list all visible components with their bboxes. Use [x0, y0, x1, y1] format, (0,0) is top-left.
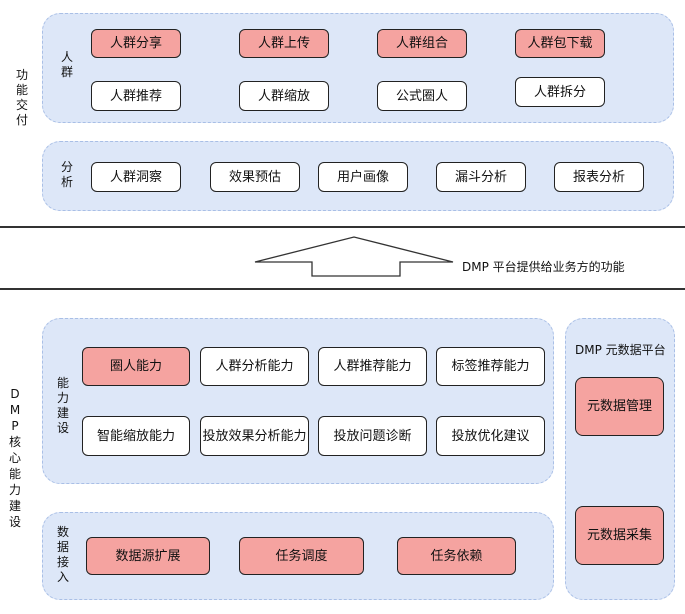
- crowd-share-button[interactable]: 人群分享: [91, 29, 181, 58]
- tag-recommend-capability-button[interactable]: 标签推荐能力: [436, 347, 545, 386]
- up-arrow-icon: [254, 236, 454, 277]
- crowd-analysis-capability-button[interactable]: 人群分析能力: [200, 347, 309, 386]
- formula-circle-button[interactable]: 公式圈人: [377, 81, 467, 111]
- data-ingest-panel-label: 数据接入: [56, 525, 69, 584]
- arrow-caption: DMP 平台提供给业务方的功能: [462, 260, 625, 274]
- task-scheduling-button[interactable]: 任务调度: [239, 537, 364, 575]
- smart-scale-capability-button[interactable]: 智能缩放能力: [82, 416, 190, 456]
- datasource-extension-button[interactable]: 数据源扩展: [86, 537, 210, 575]
- crowd-split-button[interactable]: 人群拆分: [515, 77, 605, 107]
- delivery-effect-analysis-button[interactable]: 投放效果分析能力: [200, 416, 309, 456]
- crowd-scale-button[interactable]: 人群缩放: [239, 81, 329, 111]
- delivery-issue-diagnosis-button[interactable]: 投放问题诊断: [318, 416, 427, 456]
- delivery-optimization-button[interactable]: 投放优化建议: [436, 416, 545, 456]
- effect-estimate-button[interactable]: 效果预估: [210, 162, 300, 192]
- metadata-platform-title: DMP 元数据平台: [575, 343, 666, 357]
- circle-people-capability-button[interactable]: 圈人能力: [82, 347, 190, 386]
- crowd-recommend-button[interactable]: 人群推荐: [91, 81, 181, 111]
- divider-top: [0, 226, 685, 228]
- side-label-function-delivery: 功能交付: [15, 68, 28, 127]
- funnel-analysis-button[interactable]: 漏斗分析: [436, 162, 526, 192]
- capability-panel-label: 能力建设: [56, 376, 69, 435]
- divider-bottom: [0, 288, 685, 290]
- task-dependency-button[interactable]: 任务依赖: [397, 537, 516, 575]
- crowd-package-download-button[interactable]: 人群包下载: [515, 29, 605, 58]
- metadata-management-button[interactable]: 元数据管理: [575, 377, 664, 436]
- user-profile-button[interactable]: 用户画像: [318, 162, 408, 192]
- report-analysis-button[interactable]: 报表分析: [554, 162, 644, 192]
- crowd-panel-label: 人群: [60, 50, 73, 79]
- capability-panel: [42, 318, 554, 484]
- side-label-dmp-core: DMP核心能力建设: [8, 387, 21, 529]
- crowd-recommend-capability-button[interactable]: 人群推荐能力: [318, 347, 427, 386]
- analysis-panel-label: 分析: [60, 160, 73, 189]
- crowd-combine-button[interactable]: 人群组合: [377, 29, 467, 58]
- metadata-collection-button[interactable]: 元数据采集: [575, 506, 664, 565]
- crowd-insight-button[interactable]: 人群洞察: [91, 162, 181, 192]
- crowd-upload-button[interactable]: 人群上传: [239, 29, 329, 58]
